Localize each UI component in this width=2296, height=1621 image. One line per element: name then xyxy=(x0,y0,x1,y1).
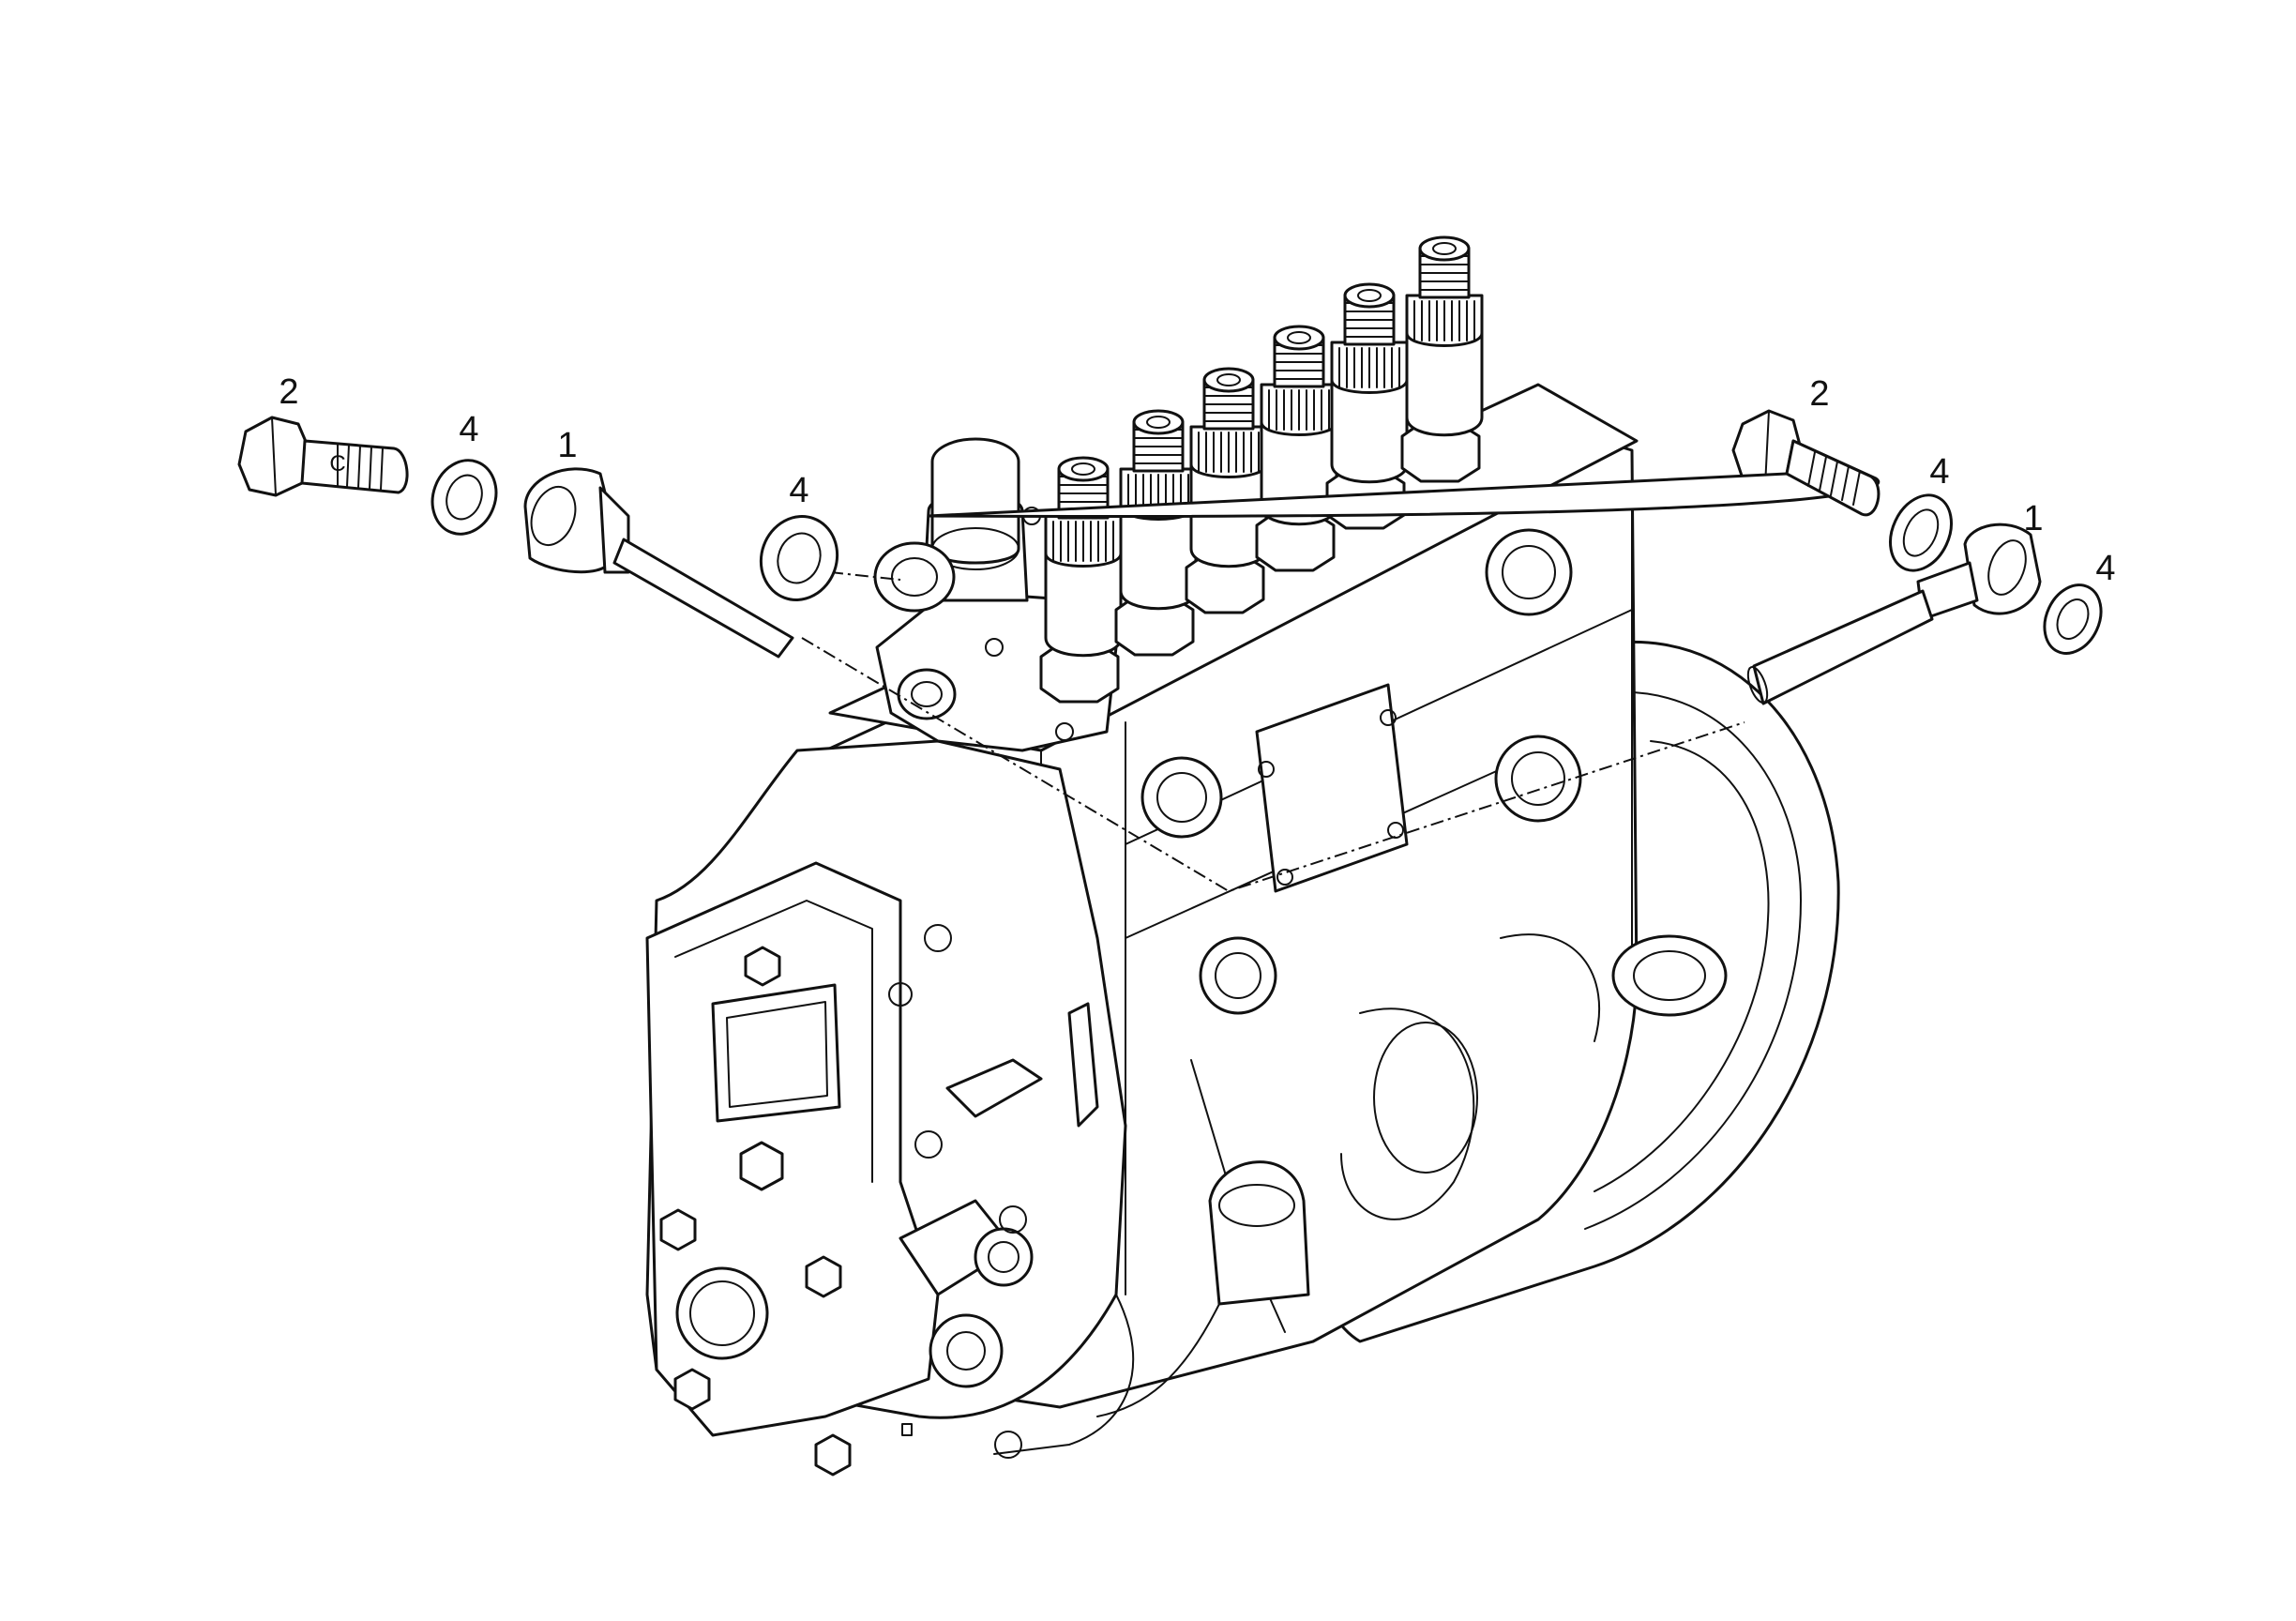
delivery-valve-holder xyxy=(1039,456,1123,704)
right-sealing-washer-lower xyxy=(2043,583,2103,655)
callout-right-washer-upper: 4 xyxy=(1929,452,1949,492)
right-banjo-fitting xyxy=(1746,523,2042,705)
callout-left-washer: 4 xyxy=(459,410,478,449)
right-hollow-bolt xyxy=(927,409,1881,518)
callout-mid-washer: 4 xyxy=(789,471,808,510)
delivery-valve-holder xyxy=(1255,325,1338,572)
delivery-valve-holders xyxy=(1039,235,1484,704)
left-hollow-bolt: C xyxy=(237,416,409,497)
part-callouts: 2 4 1 4 2 4 1 4 xyxy=(279,372,2115,588)
delivery-valve-holder xyxy=(1185,367,1268,614)
callout-right-bolt: 2 xyxy=(1809,374,1829,414)
left-sealing-washer xyxy=(430,459,498,536)
bolt-marking-letter: C xyxy=(329,451,345,477)
callout-left-bolt: 2 xyxy=(279,372,298,412)
callout-right-banjo: 1 xyxy=(2023,499,2043,538)
assembly-leader-lines xyxy=(801,571,1745,893)
callout-left-banjo: 1 xyxy=(557,426,577,465)
delivery-valve-holder xyxy=(1114,409,1198,657)
injection-pump-body xyxy=(645,383,1840,1477)
delivery-valve-holder xyxy=(1400,235,1484,483)
right-sealing-washer-upper xyxy=(1889,493,1953,572)
mid-sealing-washer xyxy=(759,515,839,601)
callout-right-washer-lower: 4 xyxy=(2095,549,2115,588)
delivery-valve-holder xyxy=(1325,282,1409,530)
left-banjo-fitting xyxy=(523,467,794,659)
